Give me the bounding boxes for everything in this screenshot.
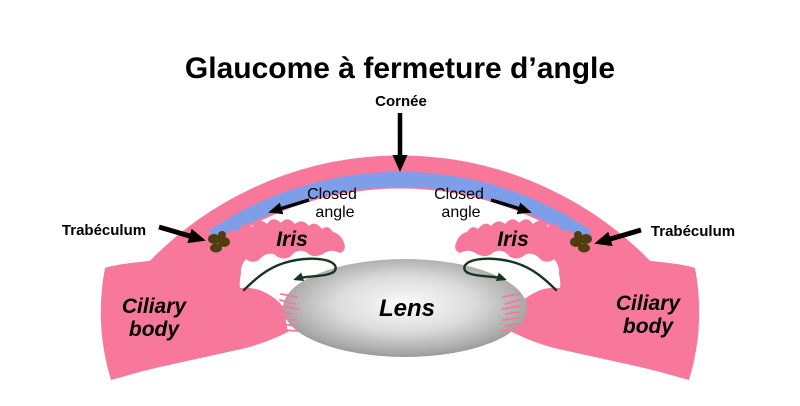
ciliary-body-left-label-line1: Ciliary: [122, 295, 188, 318]
closed-angle-left-label-line2: angle: [315, 204, 354, 221]
trabeculum-left-arrow: [158, 224, 206, 244]
lens-shape: [283, 259, 527, 357]
iris-right-label: Iris: [497, 228, 529, 251]
ciliary-body-left-label-line2: body: [129, 318, 180, 341]
closed-angle-left-arrow: [268, 198, 310, 215]
ciliary-iris-left-shape: [100, 219, 345, 380]
trabeculum-right-blob: [570, 231, 592, 253]
zonule-fringe-right: [501, 293, 521, 332]
diagram-title: Glaucome à fermeture d’angle: [185, 52, 615, 85]
closed-angle-right-label-line1: Closed: [434, 186, 484, 203]
ciliary-body-right-label-line2: body: [623, 315, 674, 338]
trabeculum-left-label: Trabéculum: [62, 222, 146, 239]
trabeculum-left-blob: [208, 231, 230, 253]
cornea-inner-blue-layer: [208, 172, 592, 244]
iris-left-label: Iris: [276, 228, 308, 251]
closed-angle-left-label-line1: Closed: [307, 186, 357, 203]
lens-label: Lens: [379, 295, 435, 322]
trabeculum-right-label: Trabéculum: [651, 223, 735, 240]
aqueous-flow-left-arrow: [242, 257, 337, 292]
ciliary-iris-right-shape: [455, 219, 700, 380]
trabeculum-right-arrow: [594, 227, 642, 247]
aqueous-flow-right-arrow: [463, 257, 558, 292]
zonule-fringe-left: [279, 293, 299, 332]
ciliary-body-right-label-line1: Ciliary: [616, 292, 682, 315]
closed-angle-right-label-line2: angle: [441, 204, 480, 221]
closed-angle-right-arrow: [490, 198, 532, 215]
cornea-label: Cornée: [375, 93, 427, 110]
